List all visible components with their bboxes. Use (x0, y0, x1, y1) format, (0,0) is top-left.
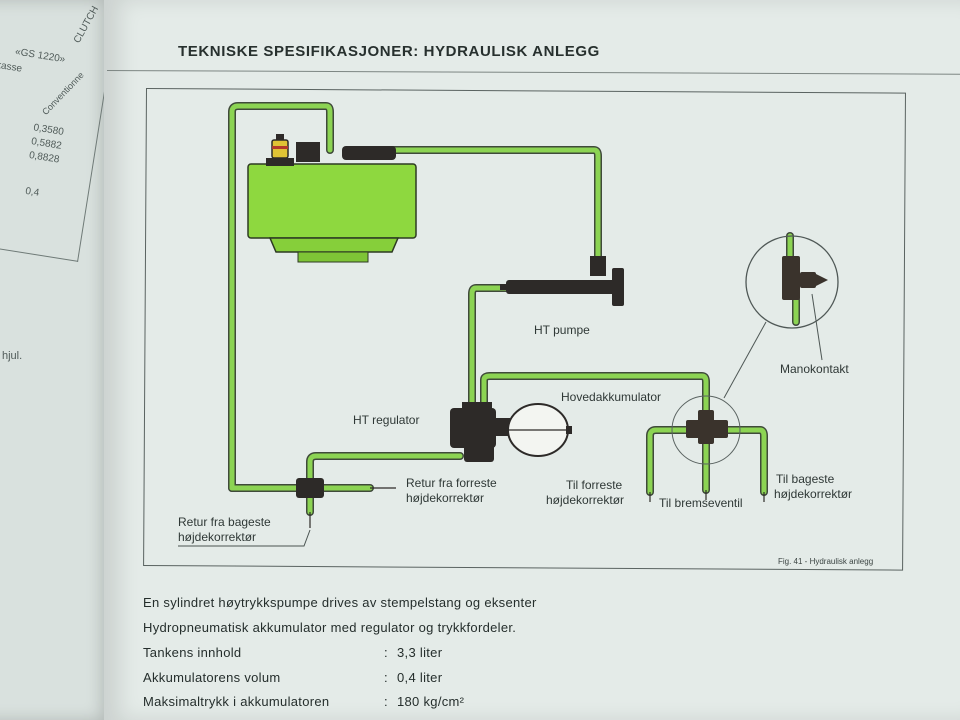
ht-regulator-label: HT regulator (353, 413, 420, 427)
spec-line-1: En sylindret høytrykkspumpe drives av st… (143, 595, 537, 610)
ht-pump (500, 256, 624, 306)
til-bageste-label-2: højdekorrektør (774, 487, 853, 501)
retur-bageste-label-2: højdekorrektør (178, 530, 257, 544)
til-bremseventil-label: Til bremseventil (659, 496, 743, 510)
spec-row-label: Tankens innhold (143, 645, 242, 660)
ht-pumpe-label: HT pumpe (534, 323, 590, 337)
left-page: CLUTCH «GS 1220» rkasse Conventionne 0,3… (0, 0, 122, 720)
retur-bageste-label-1: Retur fra bageste (178, 515, 271, 529)
spec-row-colon: : (384, 694, 388, 709)
manokontakt-label: Manokontakt (780, 362, 849, 376)
spec-row-colon: : (384, 645, 388, 660)
retur-forreste-label-2: højdekorrektør (406, 491, 485, 505)
return-junction (296, 478, 396, 528)
label-leaders (178, 529, 311, 547)
page-title: TEKNISKE SPESIFIKASJONER: HYDRAULISK ANL… (178, 43, 600, 60)
spec-row-label: Akkumulatorens volum (143, 670, 281, 685)
spec-row-value: 0,4 liter (397, 670, 443, 685)
spec-line-2: Hydropneumatisk akkumulator med regulato… (143, 620, 517, 635)
til-forreste-label-2: højdekorrektør (546, 493, 625, 507)
hovedakkumulator (507, 403, 572, 457)
figure-caption: Fig. 41 - Hydraulisk anlegg (778, 557, 874, 566)
reservoir-tank (247, 134, 417, 263)
spec-row-label: Maksimaltrykk i akkumulatoren (143, 694, 330, 709)
manokontakt-detail (723, 235, 839, 399)
pipe-fills (229, 103, 799, 515)
spec-row-value: 180 kg/cm² (397, 694, 465, 709)
til-bageste-label-1: Til bageste (776, 472, 835, 486)
til-forreste-label-1: Til forreste (566, 478, 623, 492)
ht-regulator (450, 402, 510, 462)
distribution-junction (649, 395, 765, 502)
retur-forreste-label-1: Retur fra forreste (406, 476, 497, 490)
spec-row-colon: : (384, 670, 388, 685)
spec-row-value: 3,3 liter (397, 645, 443, 660)
left-hjul-text: hjul. (2, 350, 23, 362)
right-page (104, 0, 960, 720)
hovedakkumulator-label: Hovedakkumulator (561, 390, 662, 404)
